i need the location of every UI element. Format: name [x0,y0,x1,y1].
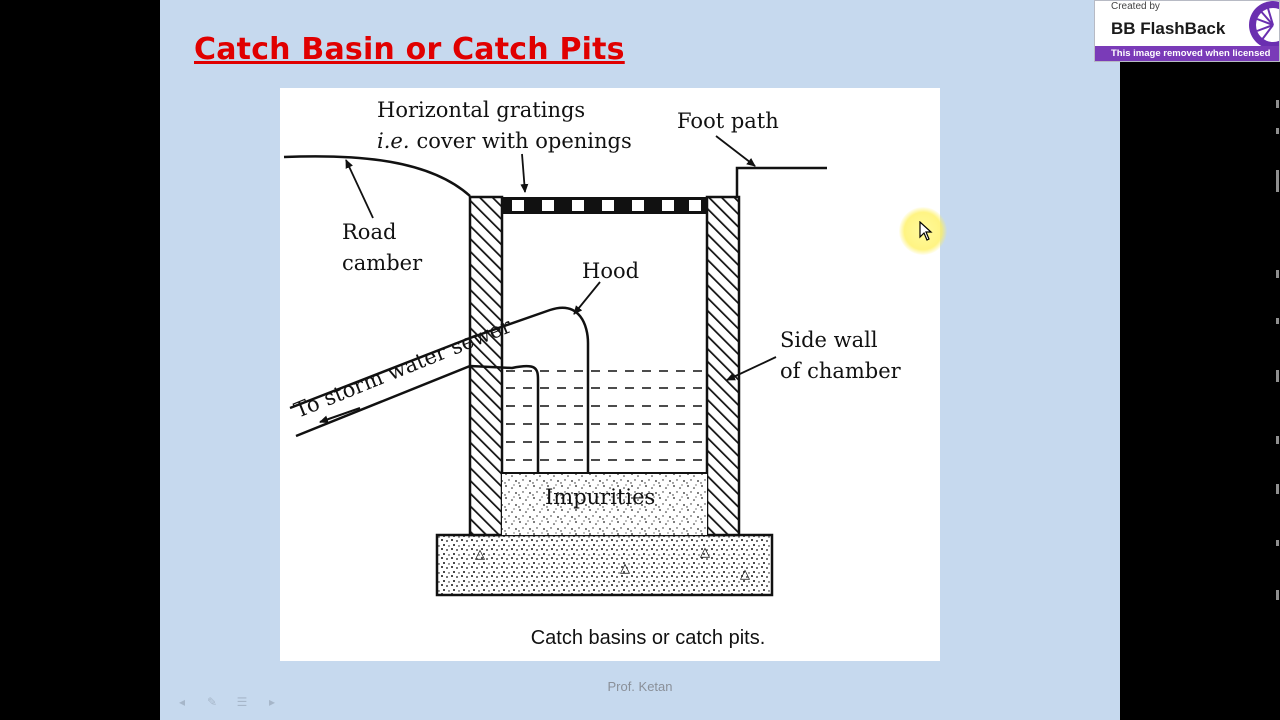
road-surface [283,155,471,197]
gratings-label-line2: i.e. cover with openings [377,129,632,153]
slide-title: Catch Basin or Catch Pits [194,32,625,67]
impurities-label: Impurities [545,485,655,509]
gratings-leader [520,153,529,193]
slide: Catch Basin or Catch Pits [160,0,1120,720]
pointer-cursor-icon [919,221,933,241]
outlet-pipe-lower [295,364,540,473]
slide-footer: Prof. Ketan [607,679,673,694]
foot-path-leader [715,135,756,167]
impurities-layer [502,473,707,535]
gratings-label-italic: i.e. [377,129,410,153]
aggregate-mark: △ [700,544,710,559]
aggregate-mark: △ [740,566,750,581]
watermark-notice: This image removed when licensed [1095,46,1279,61]
hood-label: Hood [582,259,639,283]
scrollbar[interactable] [1264,70,1280,720]
aggregate-mark: △ [620,560,630,575]
base-slab [435,533,774,597]
foot-path-line [735,166,827,230]
watermark-brand: BB FlashBack [1111,19,1226,38]
flow-direction-arrow [319,407,361,424]
figure-caption: Catch basins or catch pits. [531,627,766,649]
water-level [506,370,704,461]
next-icon[interactable]: ▸ [268,695,276,709]
flashback-watermark: Created by BB FlashBack This image remov… [1094,0,1280,62]
pen-icon[interactable]: ✎ [206,695,218,709]
slide-navigation: ◂ ✎ ☰ ▸ [172,694,282,712]
catch-basin-figure: △ △ △ △ [280,88,940,661]
flashback-logo-icon [1249,1,1279,49]
right-side-wall [705,195,741,537]
aggregate-mark: △ [475,546,485,561]
road-label: Road [342,220,396,244]
foot-path-label: Foot path [677,109,779,133]
gratings-label-line1: Horizontal gratings [377,98,585,122]
catch-basin-diagram: △ △ △ △ [283,98,902,649]
side-wall-label-line1: Side wall [780,328,878,352]
side-wall-label-line2: of chamber [780,359,902,383]
previous-icon[interactable]: ◂ [178,695,186,709]
gratings-label-rest: cover with openings [417,129,632,153]
menu-icon[interactable]: ☰ [236,695,248,709]
camber-label: camber [342,251,423,275]
side-wall-leader [726,356,777,381]
road-camber-leader [345,159,374,219]
hood-leader [573,281,601,315]
watermark-created-by: Created by [1111,1,1160,12]
